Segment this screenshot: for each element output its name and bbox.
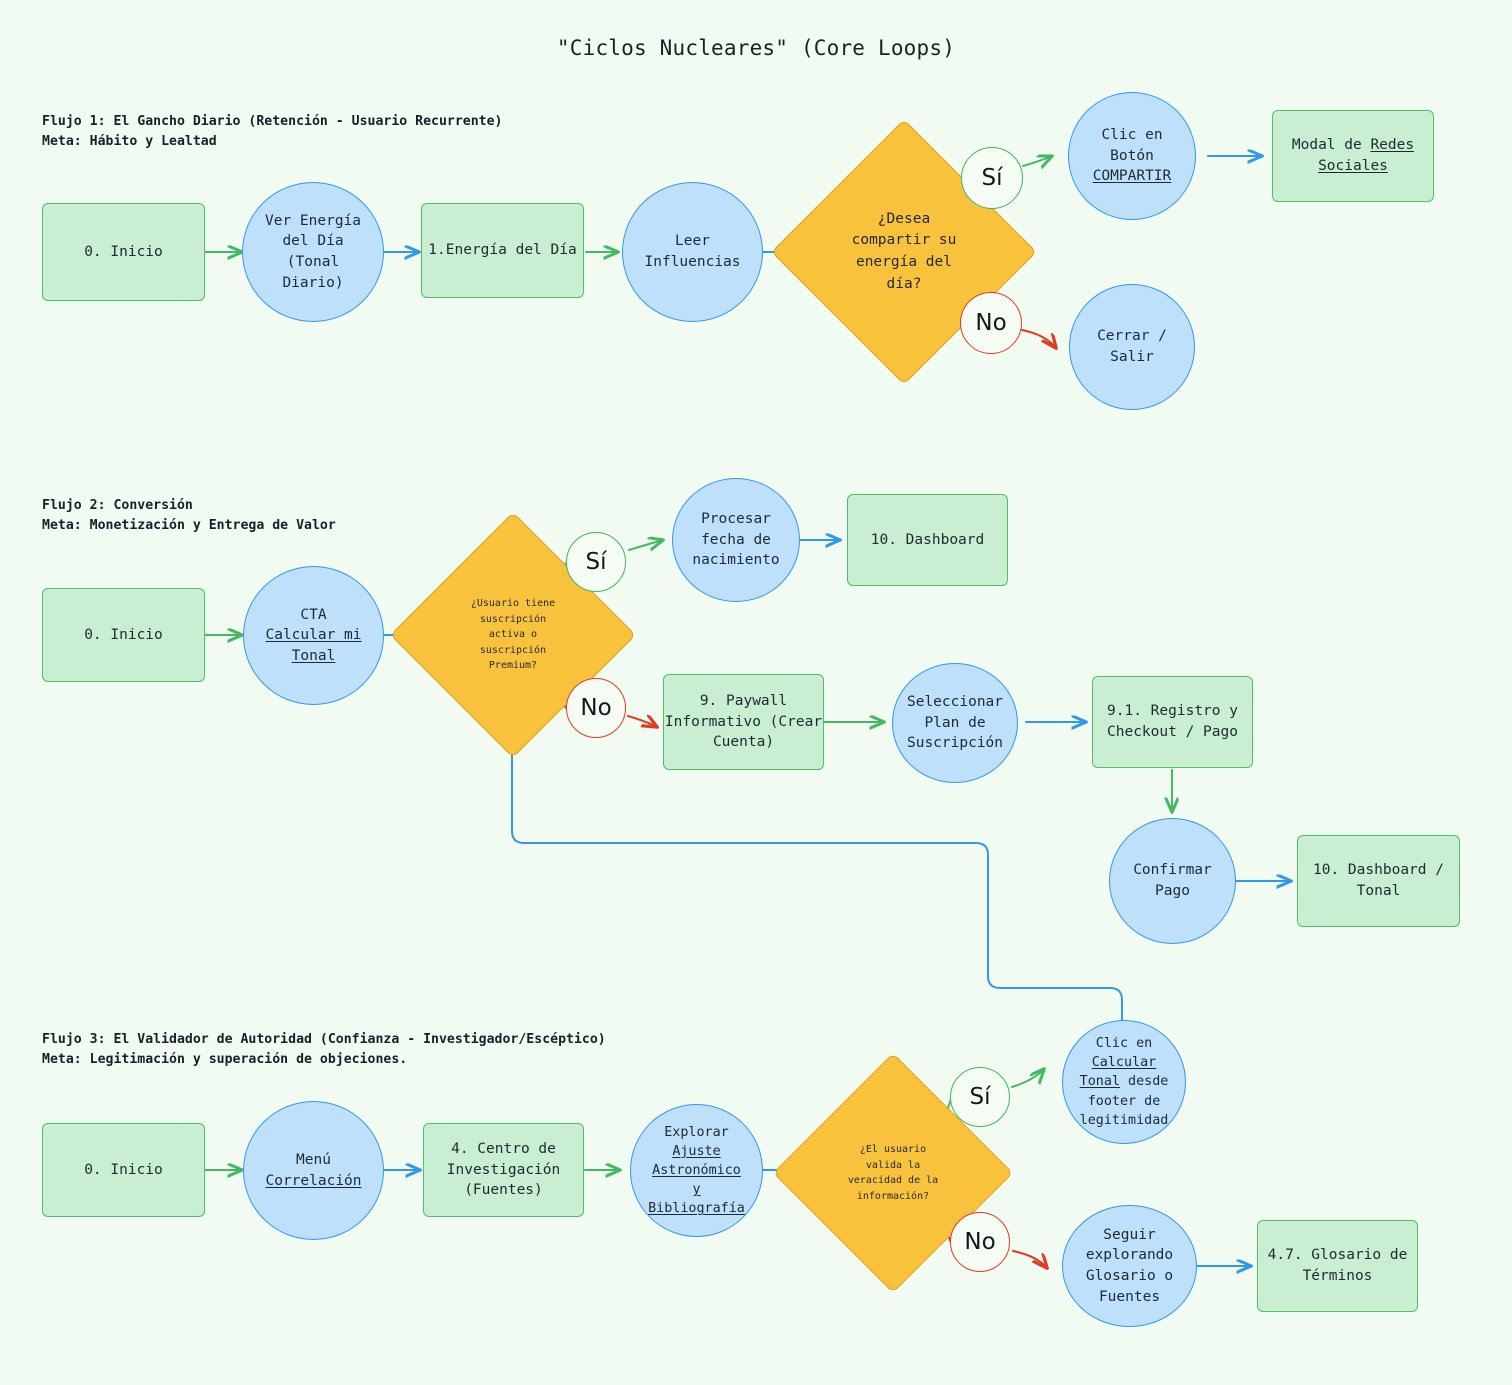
node-f1-decision-compartir[interactable]: ¿Desea compartir su energía del día? (771, 119, 1037, 385)
edge-f3-no-to-seguir (1012, 1250, 1047, 1268)
node-f1-inicio[interactable]: 0. Inicio (42, 203, 205, 301)
node-f1-modal-text: Modal de Redes Sociales (1291, 137, 1415, 174)
edge-label-f2-no: No (566, 678, 626, 738)
link-correlacion[interactable]: Correlación (265, 1172, 362, 1189)
node-f2-dashboard[interactable]: 10. Dashboard (847, 494, 1008, 586)
node-f2-registro-checkout[interactable]: 9.1. Registro y Checkout / Pago (1092, 676, 1253, 768)
node-f3-explorar-text: Explorar Ajuste Astronómico y Bibliograf… (648, 1124, 745, 1217)
node-f3-inicio[interactable]: 0. Inicio (42, 1123, 205, 1217)
node-f3-clic-calcular-tonal-footer[interactable]: Clic en Calcular Tonal desde footer de l… (1062, 1020, 1186, 1144)
node-f3-menu-correlacion[interactable]: Menú Correlación (243, 1101, 384, 1240)
node-f1-leer-influencias[interactable]: Leer Influencias (622, 182, 763, 322)
flow-3-heading: Flujo 3: El Validador de Autoridad (Conf… (42, 1032, 606, 1067)
node-f1-clic-text: Clic en Botón COMPARTIR (1092, 127, 1172, 185)
edge-f1-yes-to-clic (1022, 156, 1052, 166)
node-f3-glosario-terminos[interactable]: 4.7. Glosario de Términos (1257, 1220, 1418, 1312)
edge-loop-to-f2-decision (512, 734, 1123, 1022)
node-f3-clic-text: Clic en Calcular Tonal desde footer de l… (1079, 1036, 1169, 1128)
node-f2-paywall-informativo[interactable]: 9. Paywall Informativo (Crear Cuenta) (663, 674, 824, 770)
node-f2-inicio[interactable]: 0. Inicio (42, 588, 205, 682)
edge-label-f1-yes: Sí (961, 147, 1023, 209)
edge-f3-yes-to-clic (1011, 1069, 1044, 1088)
flow-1-heading: Flujo 1: El Gancho Diario (Retención - U… (42, 114, 503, 149)
node-f3-decision-veracidad[interactable]: ¿El usuario valida la veracidad de la in… (772, 1052, 1014, 1294)
edge-label-f3-yes: Sí (950, 1067, 1010, 1127)
node-f1-ver-energia-del-dia[interactable]: Ver Energía del Día (Tonal Diario) (242, 182, 384, 322)
node-f2-seleccionar-plan[interactable]: Seleccionar Plan de Suscripción (892, 663, 1018, 783)
edge-label-f2-yes: Sí (566, 532, 626, 592)
edge-f2-yes-to-procesar (628, 540, 663, 550)
node-f1-modal-redes-sociales[interactable]: Modal de Redes Sociales (1272, 110, 1434, 202)
node-f3-seguir-explorando[interactable]: Seguir explorando Glosario o Fuentes (1062, 1205, 1197, 1327)
node-f2-procesar-fecha-nacimiento[interactable]: Procesar fecha de nacimiento (672, 478, 800, 602)
node-f2-cta-calcular-mi-tonal[interactable]: CTA Calcular mi Tonal (243, 566, 384, 705)
node-f2-cta-text: CTA Calcular mi Tonal (265, 606, 362, 664)
node-f3-menu-text: Menú Correlación (265, 1151, 362, 1189)
edge-f2-no-to-paywall (627, 716, 657, 727)
node-f1-clic-boton-compartir[interactable]: Clic en Botón COMPARTIR (1068, 92, 1196, 220)
node-f3-centro-investigacion[interactable]: 4. Centro de Investigación (Fuentes) (423, 1123, 584, 1217)
node-f2-confirmar-pago[interactable]: Confirmar Pago (1109, 818, 1236, 944)
node-f1-energia-del-dia[interactable]: 1.Energía del Día (421, 203, 584, 298)
link-calcular-tonal[interactable]: Calcular Tonal (1079, 1055, 1157, 1090)
node-f1-cerrar-salir[interactable]: Cerrar / Salir (1069, 284, 1195, 410)
node-f2-decision-suscripcion[interactable]: ¿Usuario tiene suscripción activa o susc… (389, 511, 637, 759)
link-ajuste-astronomico-bibliografia[interactable]: Ajuste Astronómico y Bibliografía (648, 1143, 745, 1217)
edge-label-f3-no: No (950, 1212, 1010, 1272)
node-f2-dashboard-tonal[interactable]: 10. Dashboard / Tonal (1297, 835, 1460, 927)
link-compartir[interactable]: COMPARTIR (1092, 168, 1172, 185)
flow-2-heading: Flujo 2: Conversión Meta: Monetización y… (42, 498, 336, 533)
link-redes-sociales[interactable]: Redes Sociales (1318, 137, 1415, 174)
link-calcular-mi-tonal[interactable]: Calcular mi Tonal (265, 627, 362, 664)
page-title: "Ciclos Nucleares" (Core Loops) (556, 36, 956, 60)
edge-f1-no-to-cerrar (1021, 329, 1056, 348)
node-f3-explorar-ajuste-astronomico[interactable]: Explorar Ajuste Astronómico y Bibliograf… (630, 1104, 763, 1237)
edge-label-f1-no: No (960, 292, 1022, 354)
